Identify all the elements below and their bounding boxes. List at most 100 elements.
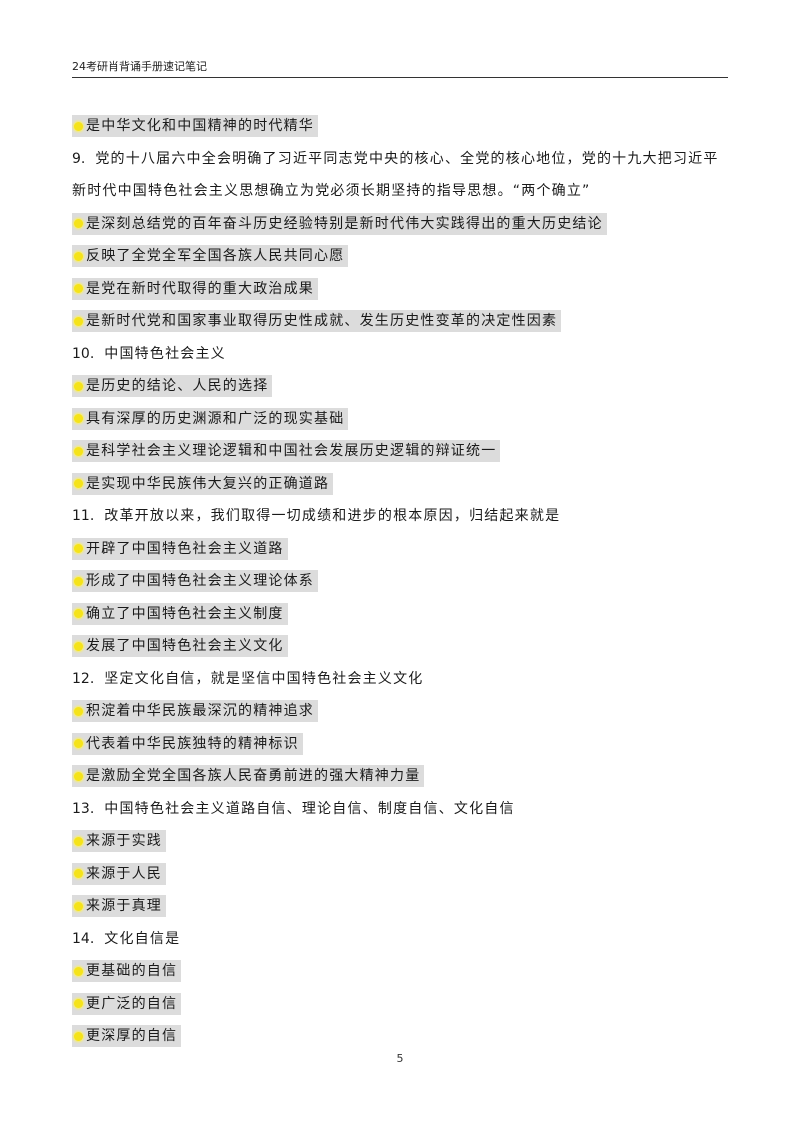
question-text: 中国特色社会主义 (104, 345, 226, 362)
yellow-marker-icon (74, 1031, 83, 1041)
answer-text: 反映了全党全军全国各族人民共同心愿 (86, 248, 345, 265)
highlighted-answer: 更广泛的自信 (72, 992, 182, 1015)
question-number: 12. (72, 670, 95, 687)
yellow-marker-icon (74, 446, 83, 456)
yellow-marker-icon (74, 609, 83, 619)
answer-line: 是激励全党全国各族人民奋勇前进的强大精神力量 (72, 760, 732, 793)
yellow-marker-icon (74, 706, 83, 716)
question-line: 12. 坚定文化自信，就是坚信中国特色社会主义文化 (72, 663, 732, 696)
yellow-marker-icon (74, 576, 83, 586)
answer-text: 是历史的结论、人民的选择 (86, 378, 269, 395)
question-number: 14. (72, 930, 95, 947)
question-number: 13. (72, 800, 95, 817)
question-text: 党的十八届六中全会明确了习近平同志党中央的核心、全党的核心地位，党的十九大把习近… (72, 150, 719, 200)
highlighted-answer: 来源于真理 (72, 895, 166, 918)
answer-text: 形成了中国特色社会主义理论体系 (86, 573, 314, 590)
answer-text: 是实现中华民族伟大复兴的正确道路 (86, 475, 330, 492)
answer-line: 是深刻总结党的百年奋斗历史经验特别是新时代伟大实践得出的重大历史结论 (72, 208, 732, 241)
highlighted-answer: 是党在新时代取得的重大政治成果 (72, 277, 318, 300)
highlighted-answer: 具有深厚的历史渊源和广泛的现实基础 (72, 407, 349, 430)
highlighted-answer: 是新时代党和国家事业取得历史性成就、发生历史性变革的决定性因素 (72, 310, 562, 333)
question-text: 坚定文化自信，就是坚信中国特色社会主义文化 (104, 670, 424, 687)
highlighted-answer: 来源于人民 (72, 862, 166, 885)
answer-text: 更深厚的自信 (86, 1028, 178, 1045)
answer-line: 形成了中国特色社会主义理论体系 (72, 565, 732, 598)
answer-text: 是新时代党和国家事业取得历史性成就、发生历史性变革的决定性因素 (86, 313, 558, 330)
answer-text: 更基础的自信 (86, 963, 178, 980)
question-line: 9.党的十八届六中全会明确了习近平同志党中央的核心、全党的核心地位，党的十九大把… (72, 143, 732, 208)
answer-line: 来源于实践 (72, 825, 732, 858)
highlighted-answer: 形成了中国特色社会主义理论体系 (72, 570, 318, 593)
question-number: 11. (72, 508, 95, 525)
question-line: 14. 文化自信是 (72, 923, 732, 956)
yellow-marker-icon (74, 641, 83, 651)
answer-line: 代表着中华民族独特的精神标识 (72, 728, 732, 761)
answer-line: 具有深厚的历史渊源和广泛的现实基础 (72, 403, 732, 436)
answer-text: 具有深厚的历史渊源和广泛的现实基础 (86, 410, 345, 427)
yellow-marker-icon (74, 381, 83, 391)
answer-line: 发展了中国特色社会主义文化 (72, 630, 732, 663)
answer-text: 代表着中华民族独特的精神标识 (86, 735, 299, 752)
highlighted-answer: 是激励全党全国各族人民奋勇前进的强大精神力量 (72, 765, 425, 788)
answer-line: 是历史的结论、人民的选择 (72, 370, 732, 403)
answer-text: 是中华文化和中国精神的时代精华 (86, 118, 314, 135)
answer-text: 是深刻总结党的百年奋斗历史经验特别是新时代伟大实践得出的重大历史结论 (86, 215, 603, 232)
answer-line: 来源于人民 (72, 858, 732, 891)
answer-line: 更广泛的自信 (72, 988, 732, 1021)
answer-line: 是党在新时代取得的重大政治成果 (72, 273, 732, 306)
highlighted-answer: 确立了中国特色社会主义制度 (72, 602, 288, 625)
question-line: 10. 中国特色社会主义 (72, 338, 732, 371)
highlighted-answer: 是中华文化和中国精神的时代精华 (72, 115, 318, 138)
highlighted-answer: 积淀着中华民族最深沉的精神追求 (72, 700, 318, 723)
highlighted-answer: 反映了全党全军全国各族人民共同心愿 (72, 245, 349, 268)
page-number: 5 (396, 1052, 404, 1065)
question-text: 改革开放以来，我们取得一切成绩和进步的根本原因，归结起来就是 (104, 508, 561, 525)
answer-text: 是激励全党全国各族人民奋勇前进的强大精神力量 (86, 768, 421, 785)
answer-text: 来源于人民 (86, 865, 162, 882)
answer-text: 来源于实践 (86, 833, 162, 850)
yellow-marker-icon (74, 544, 83, 554)
highlighted-answer: 是科学社会主义理论逻辑和中国社会发展历史逻辑的辩证统一 (72, 440, 501, 463)
yellow-marker-icon (74, 771, 83, 781)
highlighted-answer: 是历史的结论、人民的选择 (72, 375, 273, 398)
question-number: 10. (72, 345, 95, 362)
answer-line: 积淀着中华民族最深沉的精神追求 (72, 695, 732, 728)
yellow-marker-icon (74, 836, 83, 846)
highlighted-answer: 来源于实践 (72, 830, 166, 853)
yellow-marker-icon (74, 901, 83, 911)
answer-line: 开辟了中国特色社会主义道路 (72, 533, 732, 566)
answer-line: 来源于真理 (72, 890, 732, 923)
yellow-marker-icon (74, 869, 83, 879)
question-text: 中国特色社会主义道路自信、理论自信、制度自信、文化自信 (104, 800, 515, 817)
highlighted-answer: 是深刻总结党的百年奋斗历史经验特别是新时代伟大实践得出的重大历史结论 (72, 212, 607, 235)
yellow-marker-icon (74, 284, 83, 294)
yellow-marker-icon (74, 219, 83, 229)
highlighted-answer: 是实现中华民族伟大复兴的正确道路 (72, 472, 334, 495)
yellow-marker-icon (74, 251, 83, 261)
question-line: 13. 中国特色社会主义道路自信、理论自信、制度自信、文化自信 (72, 793, 732, 826)
answer-text: 是科学社会主义理论逻辑和中国社会发展历史逻辑的辩证统一 (86, 443, 497, 460)
answer-line: 更深厚的自信 (72, 1020, 732, 1053)
yellow-marker-icon (74, 121, 83, 131)
answer-text: 积淀着中华民族最深沉的精神追求 (86, 703, 314, 720)
answer-text: 来源于真理 (86, 898, 162, 915)
answer-text: 确立了中国特色社会主义制度 (86, 605, 284, 622)
yellow-marker-icon (74, 966, 83, 976)
answer-line: 更基础的自信 (72, 955, 732, 988)
answer-line: 确立了中国特色社会主义制度 (72, 598, 732, 631)
running-header: 24考研肖背诵手册速记笔记 (72, 58, 728, 78)
question-text: 文化自信是 (104, 930, 181, 947)
highlighted-answer: 更深厚的自信 (72, 1025, 182, 1048)
highlighted-answer: 开辟了中国特色社会主义道路 (72, 537, 288, 560)
answer-line: 是中华文化和中国精神的时代精华 (72, 110, 732, 143)
yellow-marker-icon (74, 414, 83, 424)
answer-text: 发展了中国特色社会主义文化 (86, 638, 284, 655)
answer-text: 开辟了中国特色社会主义道路 (86, 540, 284, 557)
highlighted-answer: 更基础的自信 (72, 960, 182, 983)
answer-line: 是实现中华民族伟大复兴的正确道路 (72, 468, 732, 501)
answer-line: 是新时代党和国家事业取得历史性成就、发生历史性变革的决定性因素 (72, 305, 732, 338)
yellow-marker-icon (74, 479, 83, 489)
answer-line: 反映了全党全军全国各族人民共同心愿 (72, 240, 732, 273)
answer-line: 是科学社会主义理论逻辑和中国社会发展历史逻辑的辩证统一 (72, 435, 732, 468)
